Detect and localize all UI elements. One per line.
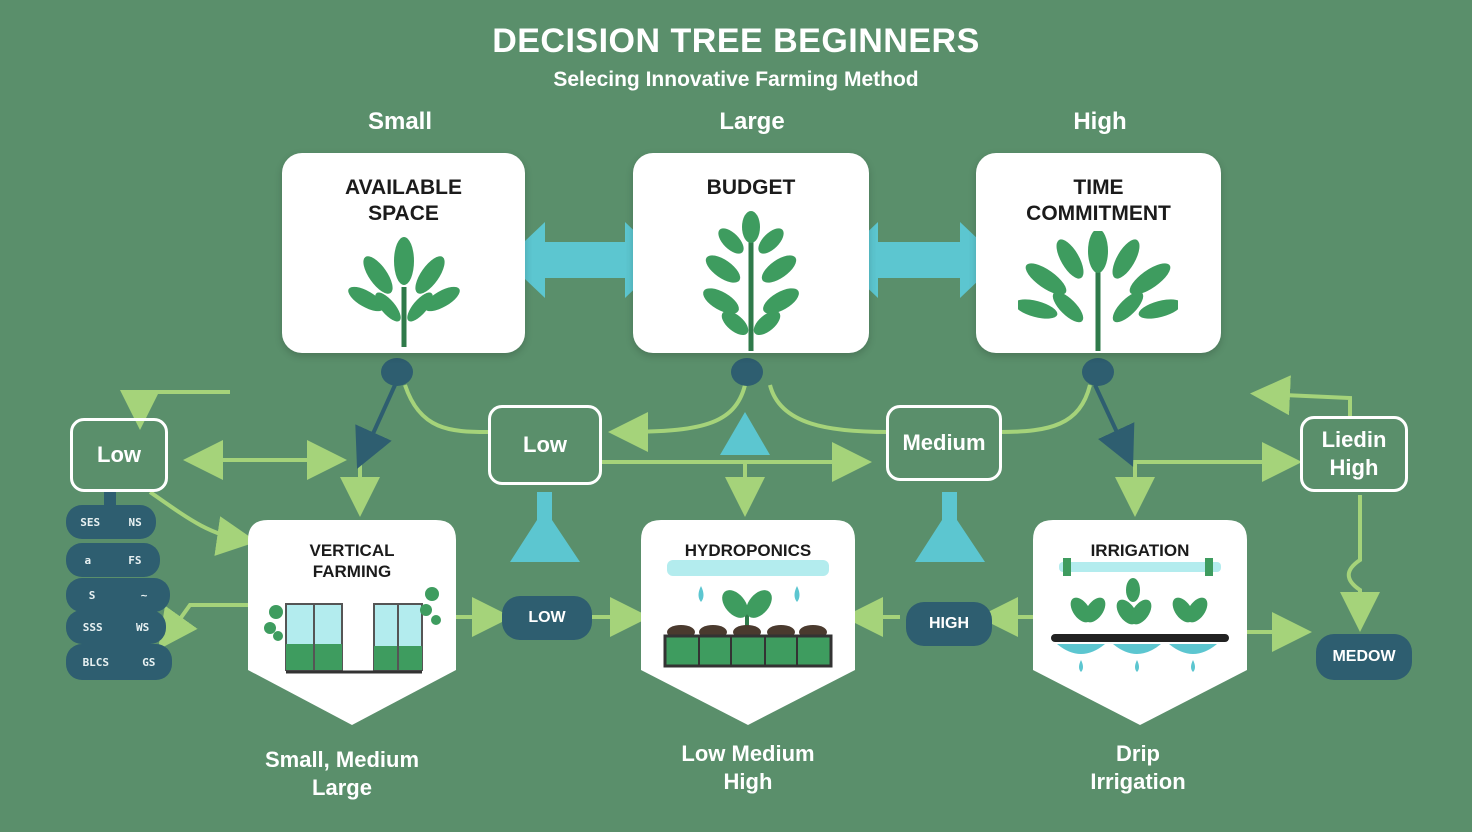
side-connector — [104, 492, 116, 506]
method-card-vertical-farming: VERTICAL FARMING — [248, 520, 456, 725]
diagram-subtitle: Selecing Innovative Farming Method — [553, 68, 919, 91]
double-arrow-budget-time — [838, 222, 1000, 298]
method-label: IRRIGATION — [1090, 541, 1190, 560]
side-list-item: SSS WS — [66, 610, 166, 644]
branch-node-low-center: Low — [488, 405, 602, 485]
method-label: VERTICAL FARMING — [309, 541, 395, 581]
side-list-item: a FS — [66, 543, 160, 577]
side-list-text: FS — [128, 553, 142, 567]
criteria-label: AVAILABLE SPACE — [344, 176, 463, 225]
column-label-high: High — [1073, 108, 1127, 135]
plant-icon — [1018, 231, 1178, 351]
method-card-irrigation: IRRIGATION — [1033, 520, 1247, 725]
column-label-large: Large — [719, 108, 785, 135]
method-label: HYDROPONICS — [684, 541, 812, 560]
branch-node-high-right: Liedin High — [1300, 416, 1408, 492]
connector-pill-medow: MEDOW — [1316, 634, 1412, 680]
criteria-label: BUDGET — [706, 176, 796, 199]
branch-node-low-left: Low — [70, 418, 168, 492]
side-list-text: SSS — [82, 620, 103, 634]
vertical-farm-icon — [264, 587, 441, 674]
side-list-text: S — [88, 588, 96, 602]
side-list-text: ~ — [140, 588, 148, 602]
double-arrow-space-budget — [505, 222, 665, 298]
side-list-text: a — [84, 553, 92, 567]
branch-node-medium: Medium — [886, 405, 1002, 481]
connector-pill-low: LOW — [502, 596, 592, 640]
criteria-card-budget: BUDGET — [633, 153, 869, 353]
funnel-shapes — [510, 412, 985, 562]
irrigation-icon — [1051, 558, 1229, 672]
criteria-card-time: TIME COMMITMENT — [976, 153, 1221, 353]
side-list-text: BLCS — [82, 655, 110, 669]
diagram-title: DECISION TREE BEGINNERS — [492, 22, 980, 60]
column-label-small: Small — [367, 108, 433, 135]
criteria-label: TIME COMMITMENT — [1026, 176, 1171, 225]
method-card-hydroponics: HYDROPONICS — [641, 520, 855, 725]
plant-icon — [348, 237, 460, 347]
side-list-text: SES — [80, 515, 101, 529]
card-shape — [248, 520, 456, 725]
dark-connectors — [355, 384, 1135, 469]
hydroponics-icon — [663, 560, 833, 668]
side-list-text: GS — [142, 655, 156, 669]
bottom-label-irrigation: Drip Irrigation — [1090, 741, 1186, 794]
side-list-text: NS — [128, 515, 142, 529]
connector-pill-high: HIGH — [906, 602, 992, 646]
plant-icon — [703, 211, 799, 351]
side-list-item: SES NS — [66, 505, 156, 539]
criteria-card-space: AVAILABLE SPACE — [282, 153, 525, 353]
bottom-label-space-options: Small, Medium Large — [264, 747, 420, 800]
bottom-label-budget-options: Low Medium High — [681, 741, 815, 794]
side-list-item: BLCS GS — [66, 644, 172, 680]
side-list-item: S~ — [66, 578, 170, 612]
side-list-text: WS — [136, 620, 150, 634]
root-knobs — [381, 358, 1114, 386]
